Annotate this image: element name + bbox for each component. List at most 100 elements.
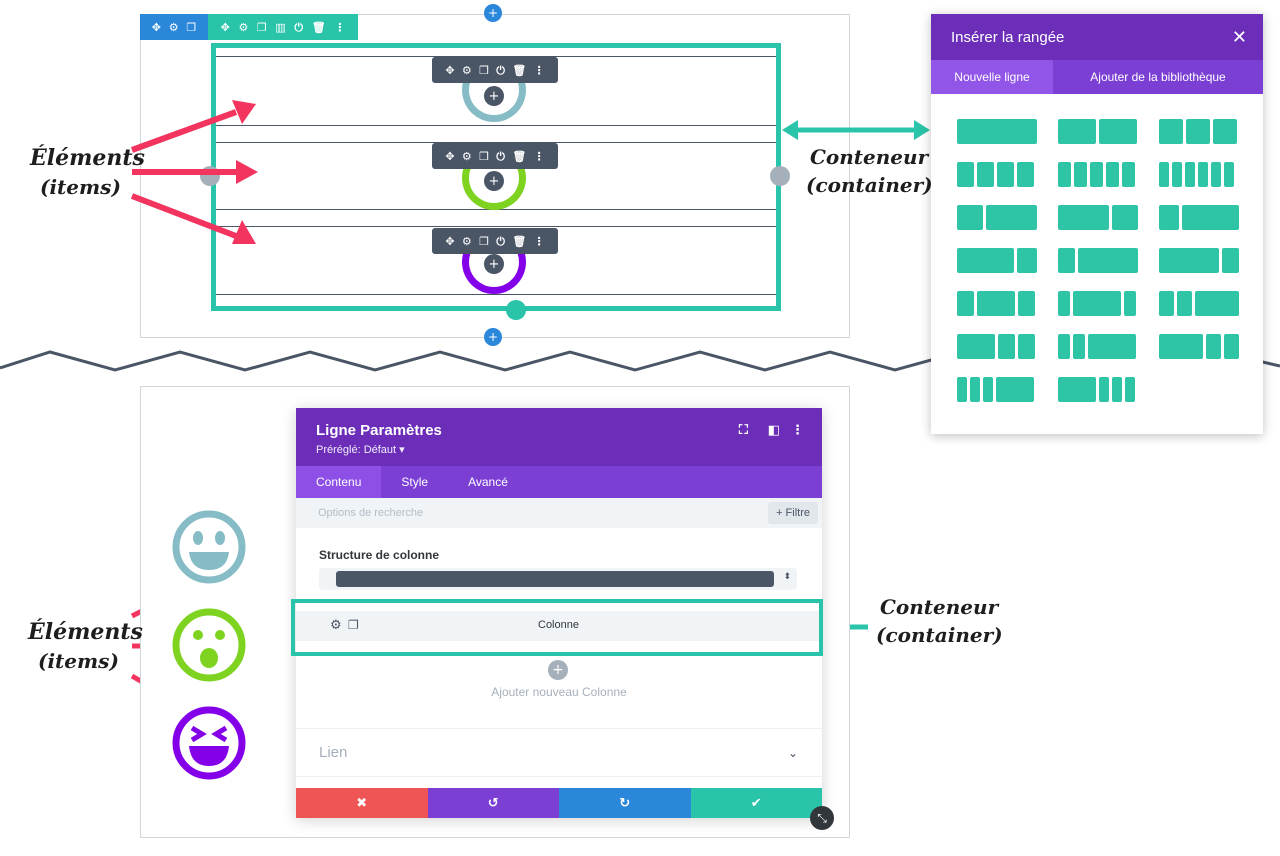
duplicate-icon[interactable]: ❐ [186, 20, 197, 34]
undo-button[interactable]: ↺ [427, 788, 559, 818]
annotation-container-bottom: Conteneur [880, 595, 999, 619]
duplicate-icon[interactable]: ❐ [479, 149, 489, 163]
layout-option[interactable] [1058, 205, 1138, 230]
layout-option[interactable] [1159, 291, 1239, 316]
happy-emoji [172, 510, 246, 584]
move-icon[interactable]: ✥ [151, 20, 161, 34]
tab-avance[interactable]: Avancé [468, 475, 508, 489]
cancel-button[interactable]: ✖ [296, 788, 428, 818]
add-row-button[interactable] [506, 300, 526, 320]
layout-option[interactable] [957, 162, 1034, 187]
layout-option[interactable] [1058, 377, 1135, 402]
chevron-down-icon[interactable]: ⌄ [787, 746, 798, 760]
more-icon[interactable]: ⋮ [791, 423, 804, 438]
add-column-label[interactable]: Ajouter nouveau Colonne [491, 685, 627, 699]
emoji-module-3[interactable] [462, 230, 526, 294]
move-icon[interactable]: ✥ [445, 234, 455, 248]
divider [296, 776, 822, 777]
laughing-emoji [172, 706, 246, 780]
add-module-button[interactable]: + [484, 86, 504, 106]
column-container-outline [291, 599, 823, 656]
layout-option[interactable] [957, 334, 1035, 359]
annotation-items-bottom: (items) [38, 649, 119, 673]
tab-nouvelle-ligne[interactable]: Nouvelle ligne [931, 60, 1053, 94]
trash-icon[interactable]: 🗑 [512, 63, 527, 77]
duplicate-icon[interactable]: ❐ [479, 234, 489, 248]
gear-icon[interactable]: ⚙ [461, 234, 472, 248]
add-section-bottom-button[interactable]: + [484, 328, 502, 346]
link-section-label[interactable]: Lien [319, 744, 348, 761]
fullscreen-icon[interactable]: ⛶ [738, 423, 748, 438]
duplicate-icon[interactable]: ❐ [256, 20, 267, 34]
layout-option[interactable] [1159, 119, 1237, 144]
power-icon[interactable]: ⏻ [496, 63, 505, 77]
structure-label: Structure de colonne [319, 548, 440, 562]
layout-option[interactable] [957, 119, 1037, 144]
section-toolbar: ✥ ⚙ ❐ [140, 14, 208, 40]
redo-button[interactable]: ↻ [559, 788, 691, 818]
split-view-icon[interactable]: ◧ [767, 423, 780, 438]
duplicate-icon[interactable]: ❐ [348, 618, 359, 632]
tab-ajouter-bibliotheque[interactable]: Ajouter de la bibliothèque [1090, 70, 1226, 84]
layout-option[interactable] [1159, 334, 1239, 359]
layout-option[interactable] [957, 248, 1037, 273]
add-module-button[interactable]: + [484, 171, 504, 191]
preset-dropdown[interactable]: Préréglé: Défaut ▾ [316, 444, 405, 456]
modal-title: Insérer la rangée [951, 28, 1065, 46]
layout-option[interactable] [1058, 162, 1135, 187]
insert-row-modal: Insérer la rangée ✕ Nouvelle ligne Ajout… [931, 14, 1263, 434]
emoji-module-1[interactable] [462, 58, 526, 122]
settings-tabs: Contenu Style Avancé [296, 466, 822, 498]
trash-icon[interactable]: 🗑 [311, 20, 326, 34]
arrows-elements-top [130, 100, 258, 244]
save-button[interactable]: ✔ [690, 788, 822, 818]
layout-option[interactable] [1159, 205, 1239, 230]
move-icon[interactable]: ✥ [220, 20, 230, 34]
power-icon[interactable]: ⏻ [496, 149, 505, 163]
module-divider [216, 294, 776, 295]
layout-option[interactable] [1058, 119, 1137, 144]
more-icon[interactable]: ⋮ [334, 20, 346, 34]
add-module-button[interactable]: + [484, 254, 504, 274]
structure-preview-bar [336, 571, 774, 587]
duplicate-icon[interactable]: ❐ [479, 63, 489, 77]
layout-option[interactable] [957, 291, 1035, 316]
gear-icon[interactable]: ⚙ [461, 63, 472, 77]
power-icon[interactable]: ⏻ [496, 234, 505, 248]
gear-icon[interactable]: ⚙ [330, 618, 342, 633]
add-column-button[interactable]: + [548, 660, 568, 680]
emoji-module-2[interactable] [462, 146, 526, 210]
tab-style[interactable]: Style [401, 475, 429, 489]
more-icon[interactable]: ⋮ [533, 234, 545, 248]
move-icon[interactable]: ✥ [445, 149, 455, 163]
gear-icon[interactable]: ⚙ [238, 20, 249, 34]
layout-option[interactable] [1159, 248, 1239, 273]
annotation-elements-bottom: Éléments [28, 619, 143, 645]
resize-icon[interactable]: ⤡ [810, 806, 834, 830]
filter-button[interactable]: + Filtre [768, 502, 818, 524]
more-icon[interactable]: ⋮ [533, 63, 545, 77]
gear-icon[interactable]: ⚙ [461, 149, 472, 163]
layout-option[interactable] [1058, 248, 1138, 273]
search-input[interactable]: Options de recherche [318, 507, 424, 519]
move-icon[interactable]: ✥ [445, 63, 455, 77]
layout-option[interactable] [957, 205, 1037, 230]
trash-icon[interactable]: 🗑 [512, 149, 527, 163]
column-resize-handle-right[interactable] [770, 166, 790, 186]
layout-option[interactable] [957, 377, 1034, 402]
close-icon[interactable]: ✕ [1231, 26, 1247, 48]
annotation-container-bottom-sub: (container) [876, 623, 1003, 647]
gear-icon[interactable]: ⚙ [168, 20, 179, 34]
layout-option[interactable] [1058, 291, 1136, 316]
add-section-top-button[interactable]: + [484, 4, 502, 22]
tab-contenu[interactable]: Contenu [296, 466, 382, 498]
modal-tabs: Nouvelle ligne Ajouter de la bibliothèqu… [931, 60, 1263, 94]
power-icon[interactable]: ⏻ [294, 20, 304, 34]
columns-icon[interactable]: ▥ [275, 20, 286, 34]
trash-icon[interactable]: 🗑 [512, 234, 527, 248]
column-item[interactable]: ⚙ ❐ Colonne [296, 611, 822, 641]
layout-option[interactable] [1058, 334, 1136, 359]
more-icon[interactable]: ⋮ [533, 149, 545, 163]
structure-select[interactable]: ⬍ [319, 568, 797, 590]
layout-option[interactable] [1159, 162, 1234, 187]
